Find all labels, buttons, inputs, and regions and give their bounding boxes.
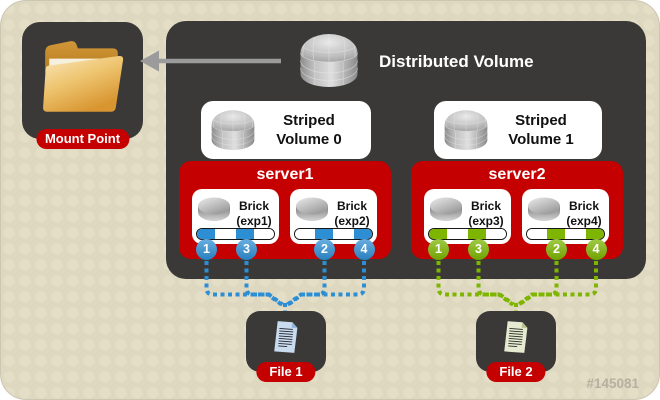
brick-exp2-label: Brick (exp2) xyxy=(334,199,370,228)
stripe-circle-3: 3 xyxy=(468,238,489,260)
distributed-volume-title: Distributed Volume xyxy=(379,52,534,71)
stripe-circle-1: 1 xyxy=(196,238,217,260)
stripe-circle-1: 1 xyxy=(428,238,449,260)
mount-point-badge: Mount Point xyxy=(35,129,130,149)
distributed-volume-box: Distributed Volume Striped Volume 0 Stri… xyxy=(166,21,646,279)
brick-exp1-stripe-bar xyxy=(196,228,275,240)
brick-exp2-stripe-bar xyxy=(294,228,373,240)
file1-badge: File 1 xyxy=(256,362,316,382)
striped-volume-1-cylinder-icon xyxy=(443,108,489,153)
striped-volume-1-label: Striped Volume 1 xyxy=(508,112,574,148)
brick-exp2: Brick (exp2) xyxy=(290,189,377,244)
brick-exp4-stripe-bar xyxy=(526,228,605,240)
server2-box: server2 Brick (exp3) Brick (exp4) xyxy=(411,161,623,260)
distributed-volume-cylinder-icon xyxy=(298,31,360,91)
brick-exp1: Brick (exp1) xyxy=(192,189,279,244)
server1-title: server1 xyxy=(256,166,314,183)
striped-volume-1-box: Striped Volume 1 xyxy=(434,101,602,159)
mount-point-box: Mount Point xyxy=(22,22,143,149)
brick-exp4: Brick (exp4) xyxy=(522,189,609,244)
brick-disk-icon xyxy=(429,196,463,224)
stripe-circle-4: 4 xyxy=(353,238,375,260)
watermark: #145081 xyxy=(586,376,639,391)
file2-document-icon xyxy=(503,320,529,354)
brick-disk-icon xyxy=(197,196,231,224)
brick-disk-icon xyxy=(527,196,561,224)
striped-volume-0-label: Striped Volume 0 xyxy=(276,112,342,148)
server1-box: server1 Brick (exp1) Brick (exp2) xyxy=(179,161,391,260)
brick-disk-icon xyxy=(295,196,329,224)
file2-box: File 2 xyxy=(476,311,556,382)
stripe-circle-4: 4 xyxy=(585,238,607,260)
file1-document-icon xyxy=(273,320,299,354)
server2-title: server2 xyxy=(488,166,546,183)
file1-box: File 1 xyxy=(246,311,326,382)
striped-volume-0-cylinder-icon xyxy=(210,108,256,153)
stripe-circle-2: 2 xyxy=(314,238,335,260)
stripe-circle-3: 3 xyxy=(236,238,257,260)
striped-volume-0-box: Striped Volume 0 xyxy=(201,101,371,159)
brick-exp1-label: Brick (exp1) xyxy=(236,199,272,228)
brick-exp4-label: Brick (exp4) xyxy=(566,199,602,228)
folder-icon xyxy=(38,38,126,116)
stripe-circle-2: 2 xyxy=(546,238,567,260)
brick-exp3-stripe-bar xyxy=(428,228,507,240)
brick-exp3-label: Brick (exp3) xyxy=(468,199,504,228)
file2-badge: File 2 xyxy=(486,362,546,382)
brick-exp3: Brick (exp3) xyxy=(424,189,511,244)
